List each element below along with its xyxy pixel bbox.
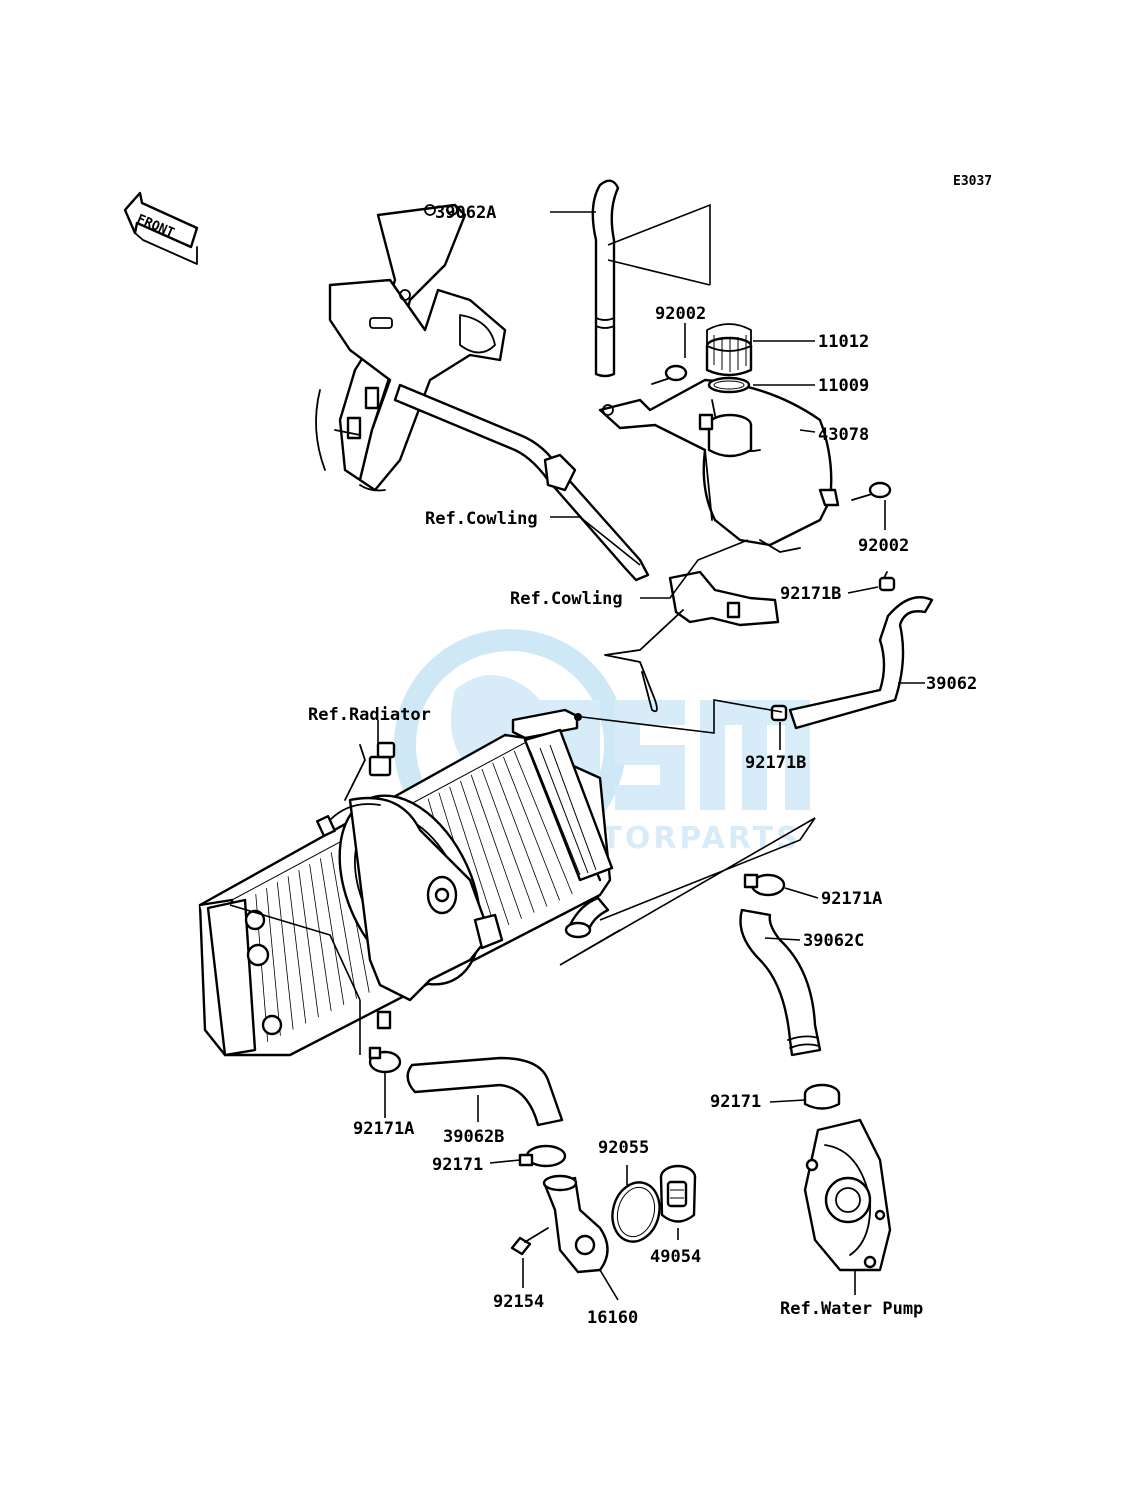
- clamp-92171-right: [803, 1083, 841, 1110]
- radiator-fin: [513, 750, 573, 895]
- label-11012: 11012: [818, 332, 869, 352]
- label-92002-top: 92002: [655, 304, 706, 324]
- hose-39062C: [739, 908, 822, 1057]
- label-92171A-right: 92171A: [821, 889, 882, 909]
- label-92171A-left: 92171A: [353, 1119, 414, 1139]
- water-pump: [803, 1118, 892, 1272]
- radiator-fin: [470, 774, 522, 919]
- label-92055: 92055: [598, 1138, 649, 1158]
- clamp-92171B-top: [878, 571, 896, 592]
- radiator-fin: [460, 780, 510, 926]
- thermostat-housing: [542, 1174, 609, 1274]
- hose-39062A: [591, 179, 620, 378]
- label-92154: 92154: [493, 1292, 544, 1312]
- clamp-92171-left: [518, 1144, 567, 1168]
- label-92171B-mid: 92171B: [745, 753, 806, 773]
- label-39062A: 39062A: [435, 203, 496, 223]
- bolt-92002-right: [851, 481, 892, 501]
- radiator-fin: [276, 882, 294, 1030]
- front-arrow-icon: FRONT: [123, 191, 199, 265]
- leader-lines: [229, 203, 925, 1301]
- clamp-92171A-left: [368, 1046, 402, 1074]
- tank-cap: [705, 323, 753, 377]
- label-39062C: 39062C: [803, 931, 864, 951]
- radiator-fin: [481, 768, 535, 913]
- o-ring: [611, 1181, 661, 1243]
- fan-connector: [368, 741, 396, 777]
- label-92171-right: 92171: [710, 1092, 761, 1112]
- label-11009: 11009: [818, 376, 869, 396]
- label-39062B: 39062B: [443, 1127, 504, 1147]
- label-49054: 49054: [650, 1247, 701, 1267]
- cowling-stay: [393, 383, 650, 582]
- radiator-fin: [330, 852, 357, 999]
- radiator-fin: [319, 858, 345, 1005]
- label-43078: 43078: [818, 425, 869, 445]
- tank-bracket: [604, 570, 780, 713]
- bolt-92154: [510, 1227, 549, 1256]
- hose-39062: [788, 596, 934, 730]
- label-ref-cowling-1: Ref.Cowling: [425, 509, 538, 529]
- radiator-fin: [492, 762, 548, 907]
- bolt-92002-top: [651, 364, 688, 385]
- label-ref-radiator: Ref.Radiator: [308, 705, 431, 725]
- hose-39062B: [406, 1056, 564, 1127]
- radiator-fin: [266, 888, 281, 1036]
- diagram-code: E3037: [953, 174, 992, 189]
- clamp-92171B-mid: [770, 704, 788, 722]
- radiator-fin: [449, 786, 497, 932]
- label-ref-water-pump: Ref.Water Pump: [780, 1299, 923, 1319]
- radiator-fin: [287, 876, 307, 1024]
- cap-gasket: [707, 376, 751, 394]
- part-labels: 39062A 92002 11012 11009 43078 92002 Ref…: [308, 203, 977, 1328]
- label-92002-right: 92002: [858, 536, 909, 556]
- radiator-fin: [298, 870, 319, 1018]
- label-92171-left: 92171: [432, 1155, 483, 1175]
- radiator-fin: [503, 756, 560, 901]
- cooling-fan: [315, 744, 504, 1030]
- thermostat: [659, 1164, 697, 1223]
- radiator-fin: [309, 864, 332, 1012]
- label-16160: 16160: [587, 1308, 638, 1328]
- reserve-tank: [598, 378, 840, 553]
- upper-bracket: [315, 203, 507, 492]
- clamp-92171A-right: [743, 873, 786, 897]
- label-39062: 39062: [926, 674, 977, 694]
- label-ref-cowling-2: Ref.Cowling: [510, 589, 623, 609]
- label-92171B-top: 92171B: [780, 584, 841, 604]
